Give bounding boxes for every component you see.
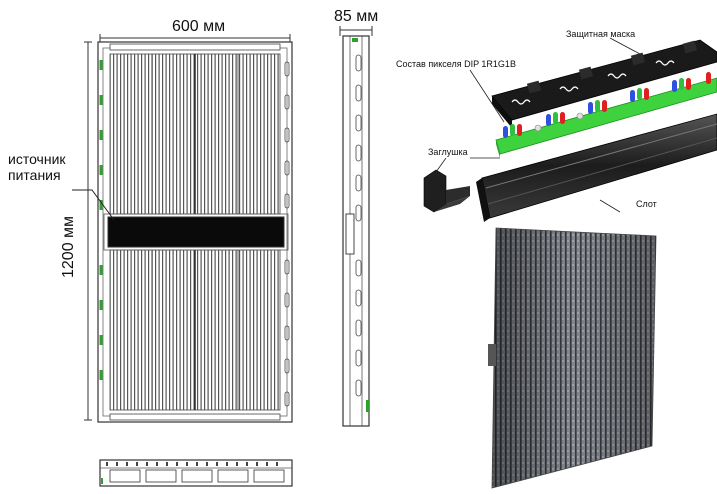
led-group-2	[546, 112, 565, 126]
depth-dimension-label: 85 мм	[334, 8, 379, 25]
protective-mask-illustration	[491, 37, 717, 128]
pixel-pcb-illustration	[469, 69, 717, 158]
slot-rail-illustration	[476, 113, 717, 222]
width-dimension-label: 600 мм	[172, 18, 226, 35]
height-dimension-label: 1200 мм	[60, 215, 77, 278]
front-view-panel	[72, 34, 293, 423]
led-group-4	[630, 88, 649, 102]
led-group-6	[706, 72, 711, 84]
end-cap-illustration	[423, 157, 500, 213]
end-cap-label: Заглушка	[428, 147, 468, 157]
led-group-5	[672, 78, 691, 92]
protective-mask-label: Защитная маска	[566, 29, 636, 39]
pixel-composition-label: Состав пикселя DIP 1R1G1B	[396, 59, 516, 69]
product-photo	[488, 227, 657, 489]
led-group-1	[503, 124, 522, 138]
led-group-3	[588, 100, 607, 114]
power-supply-callout-line1: источник	[8, 151, 66, 167]
power-supply-callout-line2: питания	[8, 167, 61, 183]
side-view-panel	[339, 26, 373, 427]
slot-label: Слот	[636, 199, 657, 209]
bottom-view-panel	[99, 459, 293, 487]
